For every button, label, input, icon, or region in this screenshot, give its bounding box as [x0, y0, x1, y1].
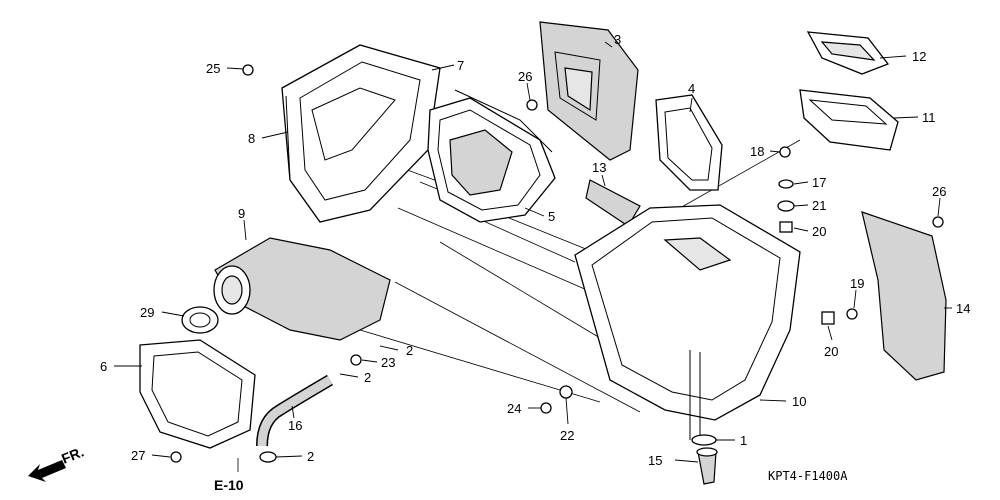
direction-label: FR. — [59, 443, 86, 466]
bolt-24 — [540, 402, 552, 414]
reference-e10: E-10 — [214, 477, 244, 493]
callout-10: 10 — [792, 394, 806, 409]
front-direction-arrow: FR. — [28, 443, 86, 482]
air-cleaner-cover — [281, 44, 441, 223]
screw-27 — [170, 451, 182, 463]
callout-3: 3 — [614, 32, 621, 47]
air-cleaner-element — [427, 89, 556, 223]
o-ring-1 — [691, 434, 717, 446]
arrow-icon — [28, 460, 66, 482]
callout-21: 21 — [812, 198, 826, 213]
drain-plug — [696, 447, 718, 485]
callout-11: 11 — [922, 110, 936, 125]
callout-26b: 26 — [932, 184, 946, 199]
callout-2c: 2 — [307, 449, 314, 464]
bolt-26b — [932, 216, 944, 228]
callout-15: 15 — [648, 453, 662, 468]
intake-cover — [806, 31, 890, 75]
screw-23 — [350, 354, 362, 366]
washer-17 — [778, 179, 794, 189]
bolt-25 — [242, 64, 254, 76]
callout-1-label: 1 — [740, 433, 747, 448]
callout-2b: 2 — [364, 370, 371, 385]
callout-7: 7 — [457, 58, 464, 73]
callout-13: 13 — [592, 160, 606, 175]
callout-25: 25 — [206, 61, 220, 76]
callout-6: 6 — [100, 359, 107, 374]
bolt-18 — [779, 146, 791, 158]
callout-numbers: 1 2 2 2 3 4 5 6 7 8 9 10 11 12 13 14 15 … — [100, 32, 970, 468]
callout-20b: 20 — [824, 344, 838, 359]
filter-element-block — [539, 21, 639, 161]
intake-tube — [213, 237, 391, 341]
callout-27: 27 — [131, 448, 145, 463]
figure-code: KPT4-F1400A — [768, 469, 848, 483]
screw-19 — [846, 308, 858, 320]
callout-24: 24 — [507, 401, 521, 416]
bolt-26a — [526, 99, 538, 111]
callout-2a: 2 — [406, 343, 413, 358]
reference-labels: E-10 FR. KPT4-F1400A — [28, 443, 848, 493]
nut-20b — [821, 311, 835, 325]
leader-lines — [114, 41, 952, 463]
callout-20a: 20 — [812, 224, 826, 239]
callout-4: 4 — [688, 81, 695, 96]
grommet-21 — [777, 200, 795, 212]
collar-22 — [559, 385, 573, 399]
callout-16: 16 — [288, 418, 302, 433]
callout-14: 14 — [956, 301, 970, 316]
callout-26a: 26 — [518, 69, 532, 84]
callout-29: 29 — [140, 305, 154, 320]
side-cover — [861, 211, 947, 381]
nut-20a — [779, 221, 793, 233]
callout-19: 19 — [850, 276, 864, 291]
drain-hose — [256, 374, 334, 447]
callout-5: 5 — [548, 209, 555, 224]
gasket — [139, 339, 256, 449]
callout-22: 22 — [560, 428, 574, 443]
callout-8: 8 — [248, 131, 255, 146]
air-cleaner-case — [574, 204, 801, 440]
clip-2c — [259, 451, 277, 463]
callout-18: 18 — [750, 144, 764, 159]
callout-12: 12 — [912, 49, 926, 64]
element-frame — [655, 94, 723, 191]
intake-duct — [799, 89, 899, 151]
callout-17: 17 — [812, 175, 826, 190]
callout-9: 9 — [238, 206, 245, 221]
small-hardware — [170, 64, 944, 463]
clamp-band — [181, 306, 219, 334]
callout-23: 23 — [381, 355, 395, 370]
